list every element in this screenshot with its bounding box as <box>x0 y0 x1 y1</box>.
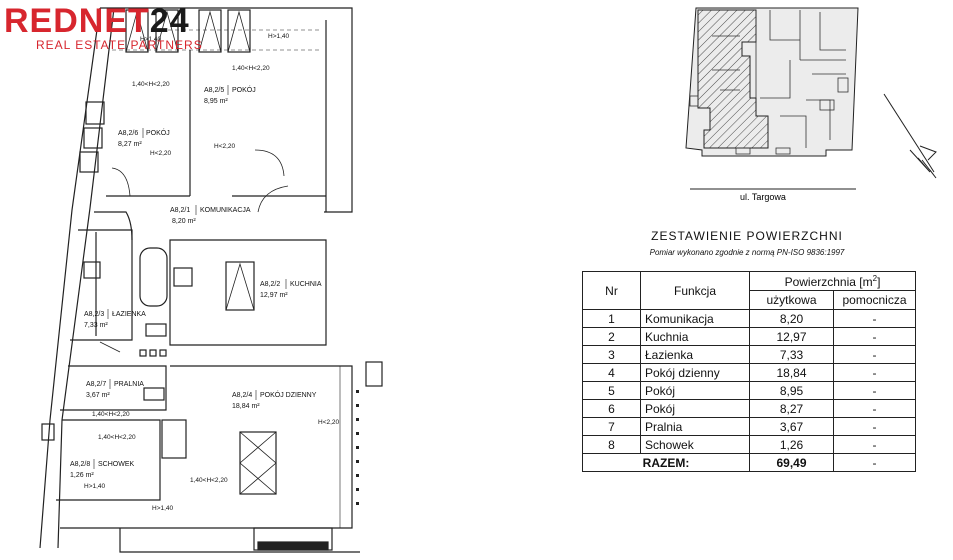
room-8-name: SCHOWEK <box>98 461 135 468</box>
height-gt-room8: H>1,40 <box>84 483 106 490</box>
height-range-room8: 1,40<H<2,20 <box>98 434 136 441</box>
height-lt-room6: H<2,20 <box>150 150 172 157</box>
row-usable: 3,67 <box>749 417 834 436</box>
room-6-area: 8,27 m² <box>118 141 142 148</box>
room-1-area: 8,20 m² <box>172 218 196 225</box>
height-range-room6: 1,40<H<2,20 <box>132 81 170 88</box>
row-name: Schowek <box>640 435 750 454</box>
height-lt-room4: H<2,20 <box>318 419 340 426</box>
brand-name-dark: 24 <box>149 2 190 40</box>
brand-name-red: REDNET <box>4 2 150 40</box>
height-range-room4: 1,40<H<2,20 <box>190 477 228 484</box>
row-nr: 7 <box>582 417 641 436</box>
room-2-name: KUCHNIA <box>290 281 322 288</box>
row-name: Kuchnia <box>640 327 750 346</box>
height-top-right: H>1,40 <box>268 33 290 40</box>
height-range-room5: 1,40<H<2,20 <box>232 65 270 72</box>
room-4-name: POKÓJ DZIENNY <box>260 390 317 399</box>
row-usable: 1,26 <box>749 435 834 454</box>
floor-plan: A8,2/6 POKÓJ 8,27 m² A8,2/5 POKÓJ 8,95 m… <box>39 7 383 553</box>
row-name: Pokój dzienny <box>640 363 750 382</box>
row-nr: 5 <box>582 381 641 400</box>
room-5-area: 8,95 m² <box>204 98 228 105</box>
row-aux: - <box>833 435 916 454</box>
room-2-code: A8,2/2 <box>260 281 280 288</box>
header-area-end: ] <box>877 274 881 289</box>
row-usable: 8,95 <box>749 381 834 400</box>
row-name: Komunikacja <box>640 309 750 328</box>
height-gt-room4: H>1,40 <box>152 505 174 512</box>
room-5-name: POKÓJ <box>232 85 256 94</box>
header-area-sup: 2 <box>872 273 878 283</box>
row-nr: 4 <box>582 363 641 382</box>
room-6-name: POKÓJ <box>146 128 170 137</box>
room-8-code: A8,2/8 <box>70 461 90 468</box>
height-top-left: H>1,40 <box>140 36 162 43</box>
room-6-code: A8,2/6 <box>118 130 138 137</box>
room-5-code: A8,2/5 <box>204 87 224 94</box>
height-lt-room5: H<2,20 <box>214 143 236 150</box>
room-7-name: PRALNIA <box>114 381 144 388</box>
row-usable: 12,97 <box>749 327 834 346</box>
summary-subtitle: Pomiar wykonano zgodnie z normą PN-ISO 9… <box>649 248 845 257</box>
brand-tagline: REAL ESTATE PARTNERS <box>36 38 203 52</box>
row-name: Pokój <box>640 399 750 418</box>
row-aux: - <box>833 327 916 346</box>
room-3-name: ŁAZIENKA <box>112 311 146 318</box>
height-range-room7: 1,40<H<2,20 <box>92 411 130 418</box>
row-aux: - <box>833 399 916 418</box>
summary-title: ZESTAWIENIE POWIERZCHNI <box>651 229 843 243</box>
room-4-area: 18,84 m² <box>232 403 260 410</box>
row-usable: 8,20 <box>749 309 834 328</box>
area-summary-table: Nr Funkcja Powierzchnia [m2] użytkowa po… <box>582 271 916 472</box>
row-aux: - <box>833 363 916 382</box>
total-usable: 69,49 <box>749 453 834 472</box>
header-area: Powierzchnia [m2] <box>749 271 916 291</box>
row-usable: 7,33 <box>749 345 834 364</box>
row-aux: - <box>833 309 916 328</box>
row-nr: 8 <box>582 435 641 454</box>
row-nr: 2 <box>582 327 641 346</box>
header-auxiliary: pomocnicza <box>833 290 916 310</box>
room-1-code: A8,2/1 <box>170 207 190 214</box>
row-aux: - <box>833 417 916 436</box>
street-label: ul. Targowa <box>740 192 786 202</box>
room-7-area: 3,67 m² <box>86 392 110 399</box>
header-usable: użytkowa <box>749 290 834 310</box>
row-nr: 6 <box>582 399 641 418</box>
total-row: RAZEM: 69,49 - <box>582 453 916 472</box>
header-function: Funkcja <box>640 271 750 310</box>
header-nr: Nr <box>582 271 641 310</box>
room-2-area: 12,97 m² <box>260 292 288 299</box>
room-3-code: A8,2/3 <box>84 311 104 318</box>
north-arrow-icon <box>883 93 937 179</box>
row-usable: 8,27 <box>749 399 834 418</box>
row-usable: 18,84 <box>749 363 834 382</box>
header-area-text: Powierzchnia [m <box>784 274 873 289</box>
room-3-area: 7,33 m² <box>84 322 108 329</box>
row-aux: - <box>833 345 916 364</box>
room-8-area: 1,26 m² <box>70 472 94 479</box>
row-aux: - <box>833 381 916 400</box>
row-name: Łazienka <box>640 345 750 364</box>
total-label: RAZEM: <box>582 453 750 472</box>
row-nr: 3 <box>582 345 641 364</box>
room-1-name: KOMUNIKACJA <box>200 207 251 214</box>
row-nr: 1 <box>582 309 641 328</box>
room-4-code: A8,2/4 <box>232 392 252 399</box>
site-plan: ul. Targowa <box>685 7 937 202</box>
room-7-code: A8,2/7 <box>86 381 106 388</box>
row-name: Pralnia <box>640 417 750 436</box>
row-name: Pokój <box>640 381 750 400</box>
total-aux: - <box>833 453 916 472</box>
brand-logo: REDNET24 REAL ESTATE PARTNERS <box>4 4 203 52</box>
